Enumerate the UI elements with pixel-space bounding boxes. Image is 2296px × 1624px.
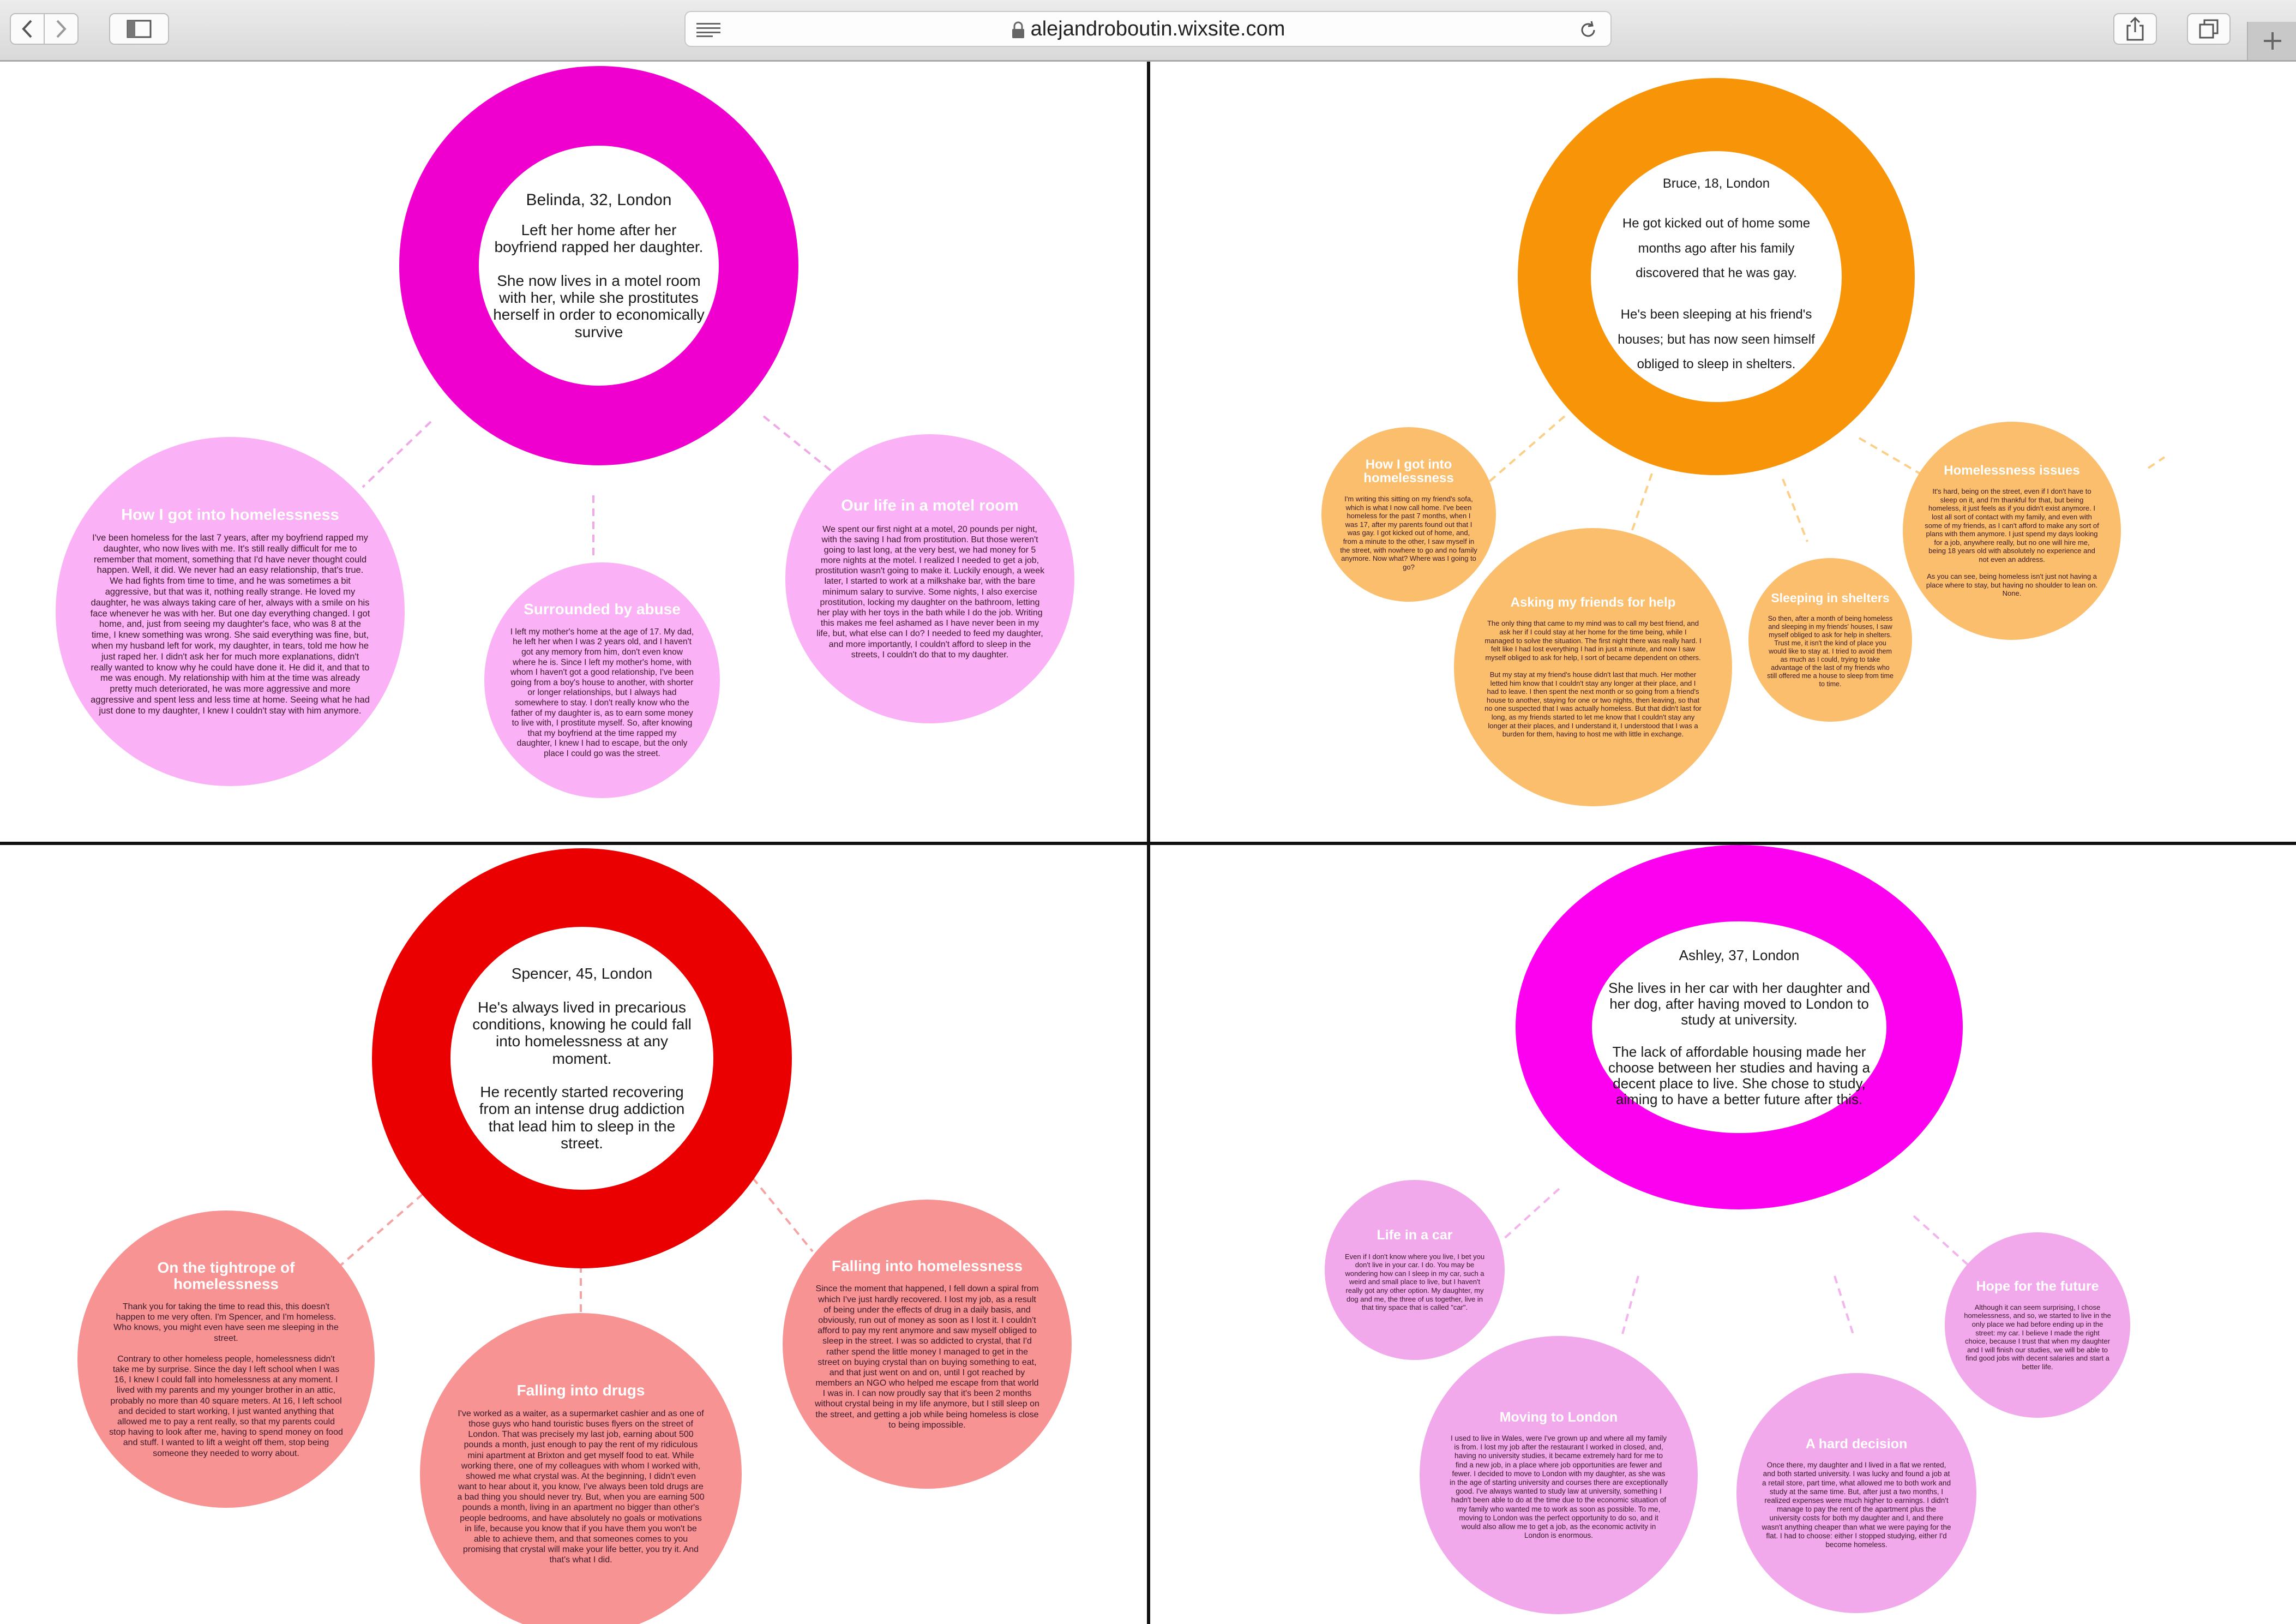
story-summary-text: He got kicked out of home some months ag… bbox=[1610, 211, 1822, 377]
horizontal-divider bbox=[0, 842, 2296, 845]
story-summary-text: He's always lived in precarious conditio… bbox=[466, 999, 698, 1152]
summary-paragraph: He got kicked out of home some months ag… bbox=[1622, 216, 1811, 281]
story-bubble: Life in a car Even if I don't know where… bbox=[1325, 1180, 1505, 1360]
story-bubble: Moving to London I used to live in Wales… bbox=[1420, 1336, 1698, 1614]
tabs-icon bbox=[2199, 19, 2219, 39]
bubble-text: So then, after a month of being homeless… bbox=[1767, 614, 1894, 688]
story-bubble: Sleeping in shelters So then, after a mo… bbox=[1748, 558, 1912, 722]
back-icon bbox=[22, 20, 32, 38]
story-panel-belinda: Belinda, 32, London Left her home after … bbox=[0, 62, 1147, 842]
story-summary: Spencer, 45, London He's always lived in… bbox=[450, 927, 713, 1190]
story-summary: Ashley, 37, London She lives in her car … bbox=[1592, 921, 1886, 1133]
bubble-title: Life in a car bbox=[1377, 1227, 1453, 1243]
story-name: Belinda, 32, London bbox=[526, 190, 672, 209]
lock-icon bbox=[1012, 21, 1024, 38]
address-bar[interactable]: alejandroboutin.wixsite.com bbox=[684, 11, 1612, 47]
story-bubble: Asking my friends for help The only thin… bbox=[1454, 528, 1732, 806]
summary-paragraph: He's always lived in precarious conditio… bbox=[472, 998, 692, 1067]
bubble-text: We spent our first night at a motel, 20 … bbox=[815, 524, 1045, 660]
back-button[interactable] bbox=[10, 13, 45, 45]
story-summary: Bruce, 18, London He got kicked out of h… bbox=[1591, 151, 1842, 402]
bubble-title: Falling into drugs bbox=[516, 1382, 645, 1399]
bubble-title: Hope for the future bbox=[1976, 1278, 2099, 1294]
summary-paragraph: She now lives in a motel room with her, … bbox=[493, 272, 705, 340]
bubble-title: How I got into homelessness bbox=[121, 506, 339, 524]
bubble-title: Asking my friends for help bbox=[1510, 595, 1676, 610]
sidebar-button[interactable] bbox=[109, 13, 169, 45]
forward-icon bbox=[56, 20, 67, 38]
sidebar-icon bbox=[127, 20, 152, 38]
summary-paragraph: Left her home after her boyfriend rapped… bbox=[494, 221, 704, 256]
share-button[interactable] bbox=[2113, 13, 2157, 45]
story-summary-text: Left her home after her boyfriend rapped… bbox=[491, 221, 707, 340]
bubble-text: Once there, my daughter and I lived in a… bbox=[1762, 1461, 1951, 1549]
bubble-text: Since the moment that happened, I fell d… bbox=[815, 1284, 1039, 1430]
bubble-title: Our life in a motel room bbox=[841, 497, 1019, 515]
bubble-text: I've worked as a waiter, as a supermarke… bbox=[457, 1409, 705, 1565]
story-bubble: Hope for the future Although it can seem… bbox=[1945, 1232, 2130, 1418]
bubble-title: Surrounded by abuse bbox=[524, 601, 681, 618]
story-name: Bruce, 18, London bbox=[1662, 176, 1770, 191]
story-bubble: Homelessness issues It's hard, being on … bbox=[1903, 422, 2121, 640]
story-panel-spencer: Spencer, 45, London He's always lived in… bbox=[0, 845, 1147, 1624]
story-panel-bruce: Bruce, 18, London He got kicked out of h… bbox=[1150, 62, 2296, 842]
reload-icon[interactable] bbox=[1578, 20, 1598, 40]
bubble-text: Although it can seem surprising, I chose… bbox=[1964, 1303, 2111, 1371]
bubble-text: Even if I don't know where you live, I b… bbox=[1344, 1252, 1485, 1312]
summary-paragraph: She lives in her car with her daughter a… bbox=[1608, 979, 1870, 1028]
bubble-title: Sleeping in shelters bbox=[1771, 591, 1890, 606]
bubble-title: On the tightrope of homelessness bbox=[157, 1259, 295, 1292]
new-tab-icon bbox=[2264, 32, 2281, 50]
story-bubble: On the tightrope of homelessness Thank y… bbox=[77, 1210, 375, 1508]
share-icon bbox=[2126, 17, 2144, 41]
bubble-text: I used to live in Wales, were I've grown… bbox=[1450, 1434, 1668, 1540]
url-label: alejandroboutin.wixsite.com bbox=[1030, 17, 1285, 40]
story-bubble: Surrounded by abuse I left my mother's h… bbox=[484, 562, 720, 798]
story-name: Spencer, 45, London bbox=[511, 964, 653, 982]
bubble-title: Moving to London bbox=[1499, 1409, 1618, 1425]
story-bubble: Our life in a motel room We spent our fi… bbox=[785, 434, 1074, 723]
bubble-text: It's hard, being on the street, even if … bbox=[1925, 487, 2099, 598]
new-tab-button[interactable] bbox=[2247, 22, 2296, 60]
bubble-title: How I got into homelessness bbox=[1363, 457, 1454, 486]
story-summary: Belinda, 32, London Left her home after … bbox=[479, 146, 719, 386]
story-bubble: Falling into homelessness Since the mome… bbox=[783, 1200, 1072, 1489]
url-text: alejandroboutin.wixsite.com bbox=[686, 12, 1610, 46]
summary-paragraph: The lack of affordable housing made her … bbox=[1608, 1043, 1870, 1108]
bubble-title: Homelessness issues bbox=[1944, 463, 2080, 478]
browser-toolbar: alejandroboutin.wixsite.com bbox=[0, 0, 2296, 62]
story-bubble: A hard decision Once there, my daughter … bbox=[1736, 1373, 1976, 1613]
bubble-text: Thank you for taking the time to read th… bbox=[109, 1302, 343, 1458]
reader-icon[interactable] bbox=[696, 22, 720, 37]
story-name: Ashley, 37, London bbox=[1679, 946, 1800, 963]
bubble-text: I left my mother's home at the age of 17… bbox=[510, 627, 694, 758]
tabs-button[interactable] bbox=[2187, 13, 2231, 45]
bubble-text: The only thing that came to my mind was … bbox=[1484, 619, 1702, 739]
story-bubble: How I got into homelessness I've been ho… bbox=[56, 437, 405, 786]
bubble-text: I'm writing this sitting on my friend's … bbox=[1340, 495, 1477, 571]
summary-paragraph: He recently started recovering from an i… bbox=[479, 1083, 685, 1152]
forward-button[interactable] bbox=[44, 13, 79, 45]
bubble-title: Falling into homelessness bbox=[831, 1257, 1023, 1274]
story-summary-text: She lives in her car with her daughter a… bbox=[1603, 980, 1876, 1108]
bubble-text: I've been homeless for the last 7 years,… bbox=[90, 532, 370, 716]
story-panel-ashley: Ashley, 37, London She lives in her car … bbox=[1150, 845, 2296, 1624]
summary-paragraph: He's been sleeping at his friend's house… bbox=[1618, 307, 1815, 372]
story-bubble: Falling into drugs I've worked as a wait… bbox=[420, 1313, 742, 1624]
story-bubble: How I got into homelessness I'm writing … bbox=[1321, 427, 1496, 602]
bubble-title: A hard decision bbox=[1805, 1436, 1908, 1452]
